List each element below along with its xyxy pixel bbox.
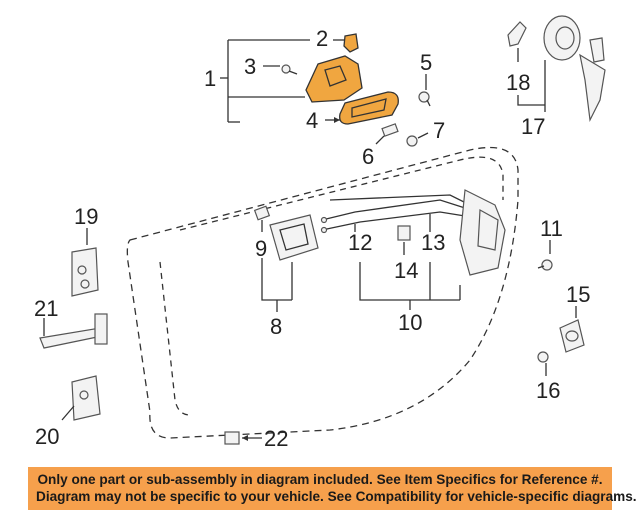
callout-4: 4 [306, 108, 318, 133]
compatibility-notice: Only one part or sub-assembly in diagram… [28, 467, 637, 510]
part-3-screw [263, 64, 298, 75]
part-15-striker [559, 306, 585, 353]
part-14-clip [397, 225, 411, 255]
notice-line-2: Diagram may not be specific to your vehi… [36, 489, 637, 504]
notice-line-1: Only one part or sub-assembly in diagram… [37, 472, 603, 487]
callout-8: 8 [270, 314, 282, 339]
part-21-check-strap [39, 313, 108, 349]
part-16-screw [537, 351, 549, 376]
part-10-door-lock [359, 189, 506, 310]
callout-19: 19 [74, 204, 98, 229]
part-7-nut [406, 132, 429, 147]
part-1-handle-frame [305, 55, 363, 103]
callout-18: 18 [506, 70, 530, 95]
part-20-hinge [61, 375, 101, 421]
callout-7: 7 [433, 118, 445, 143]
part-6-screw [375, 123, 399, 145]
callout-12: 12 [348, 230, 372, 255]
door-inner-outline [159, 156, 504, 416]
diagram-drawing: 1 2 3 4 5 6 7 8 9 10 11 12 13 14 15 16 1… [34, 15, 606, 451]
callout-11: 11 [540, 216, 563, 241]
callout-17: 17 [521, 114, 545, 139]
callout-1: 1 [204, 66, 216, 91]
part-2-clip [343, 33, 359, 53]
callout-14: 14 [394, 258, 418, 283]
callout-9: 9 [255, 236, 267, 261]
part-5-bolt [418, 74, 431, 107]
callout-22: 22 [264, 426, 288, 451]
part-11-bolt [537, 240, 553, 271]
parts-12-13-rods [320, 194, 471, 234]
part-17-lock-cylinder [543, 15, 606, 123]
callout-10: 10 [398, 310, 422, 335]
callout-20: 20 [35, 424, 59, 449]
callout-2: 2 [316, 26, 328, 51]
part-19-hinge [71, 228, 99, 297]
callout-1-bracket [220, 39, 310, 123]
callout-3: 3 [244, 54, 256, 79]
callout-13: 13 [421, 230, 445, 255]
callout-6: 6 [362, 144, 374, 169]
part-9-inside-handle [253, 205, 319, 312]
part-22-screw [224, 431, 262, 445]
callout-15: 15 [566, 282, 590, 307]
callout-16: 16 [536, 378, 560, 403]
part-18-bracket [507, 21, 527, 62]
door-outline [126, 146, 519, 439]
callout-21: 21 [34, 296, 58, 321]
callout-5: 5 [420, 50, 432, 75]
